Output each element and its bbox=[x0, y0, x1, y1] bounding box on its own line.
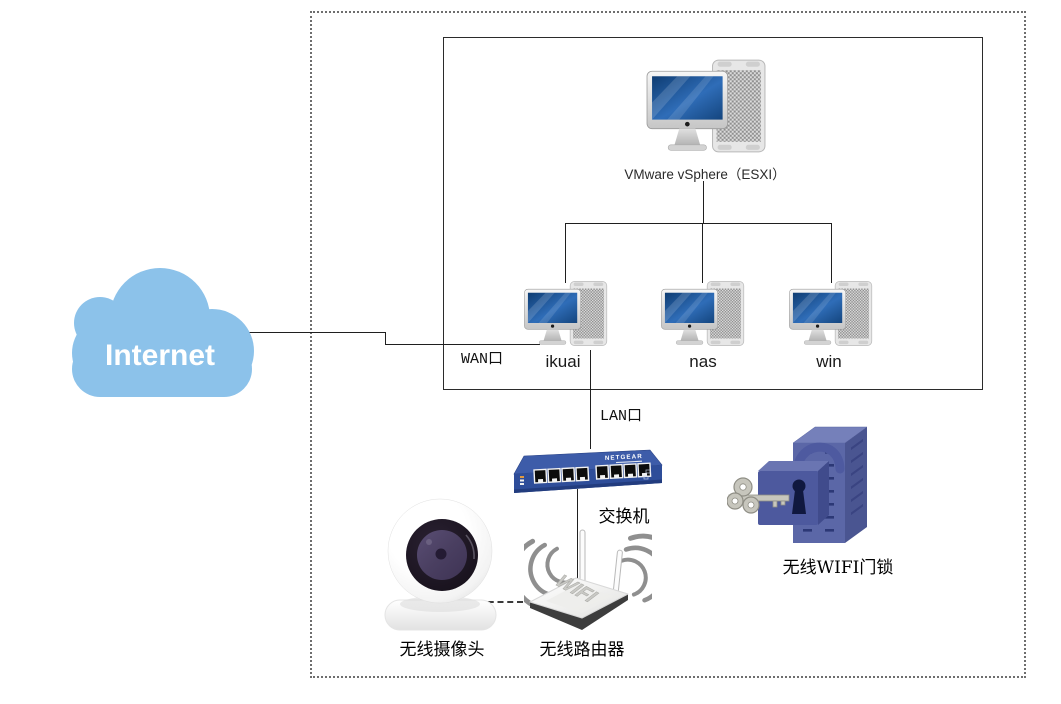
branch-to-win-line bbox=[831, 223, 832, 283]
lens-rim-highlight bbox=[465, 534, 475, 560]
branch-to-ikuai-line bbox=[565, 223, 566, 283]
camera-lens-glint bbox=[426, 539, 432, 545]
switch-label: 交换机 bbox=[598, 507, 650, 527]
cloud-wan-line-seg2 bbox=[385, 344, 540, 345]
vm-ikuai-icon bbox=[523, 280, 611, 347]
vm-branch-line bbox=[565, 223, 831, 224]
cloud-wan-line-step bbox=[385, 332, 386, 345]
keyhole-icon bbox=[792, 479, 806, 514]
camera-label: 无线摄像头 bbox=[399, 640, 485, 660]
branch-to-nas-line bbox=[702, 223, 703, 283]
router-label: 无线路由器 bbox=[539, 640, 625, 660]
wan-port-label: WAN口 bbox=[461, 351, 504, 368]
router-antenna-1 bbox=[579, 529, 586, 587]
door-lock-icon bbox=[727, 426, 868, 543]
lan-to-switch-line bbox=[590, 350, 591, 449]
key-icon bbox=[727, 477, 790, 514]
lock-side-dashes bbox=[851, 438, 863, 516]
router-icon: WIFI bbox=[524, 529, 652, 630]
switch-bottom-edge bbox=[514, 479, 662, 493]
esxi-host-label: VMware vSphere（ESXI） bbox=[624, 167, 786, 182]
switch-port-group-1 bbox=[533, 466, 590, 484]
vm-win-icon bbox=[788, 280, 876, 347]
perimeter-dashed-boundary bbox=[310, 11, 1026, 678]
vm-ikuai-label: ikuai bbox=[545, 352, 581, 371]
host-branch-drop-line bbox=[703, 181, 704, 224]
vm-nas-icon bbox=[660, 280, 748, 347]
switch-brand-underline bbox=[616, 460, 643, 464]
esxi-host-icon bbox=[645, 58, 771, 154]
cloud-shape-icon bbox=[72, 268, 254, 397]
padlock-side-face bbox=[818, 461, 829, 525]
vm-nas-label: nas bbox=[689, 352, 717, 371]
switch-icon: NETGEAR bbox=[513, 449, 663, 493]
esxi-host-group-box bbox=[443, 37, 983, 390]
cloud-wan-line-seg1 bbox=[228, 332, 386, 333]
switch-led-block bbox=[520, 476, 524, 485]
switch-to-router-line bbox=[577, 489, 578, 593]
lan-port-label: LAN口 bbox=[600, 408, 643, 425]
internet-cloud: Internet bbox=[72, 268, 254, 397]
camera-router-dashed-line bbox=[478, 601, 562, 603]
wifi-signal-right-icon bbox=[619, 533, 652, 609]
switch-port-group-2 bbox=[595, 462, 652, 480]
vm-win-label: win bbox=[816, 352, 842, 371]
padlock-top-face bbox=[758, 461, 829, 471]
door-lock-label: 无线WIFI门锁 bbox=[782, 558, 894, 578]
camera-lens-center bbox=[435, 548, 447, 560]
internet-label: Internet bbox=[105, 339, 215, 372]
switch-brand-text: NETGEAR bbox=[605, 453, 643, 462]
router-panel bbox=[546, 585, 614, 613]
camera-base-shadow bbox=[400, 596, 480, 612]
router-body-edge bbox=[530, 594, 628, 630]
switch-right-marks bbox=[643, 469, 651, 480]
camera-icon bbox=[384, 498, 497, 631]
